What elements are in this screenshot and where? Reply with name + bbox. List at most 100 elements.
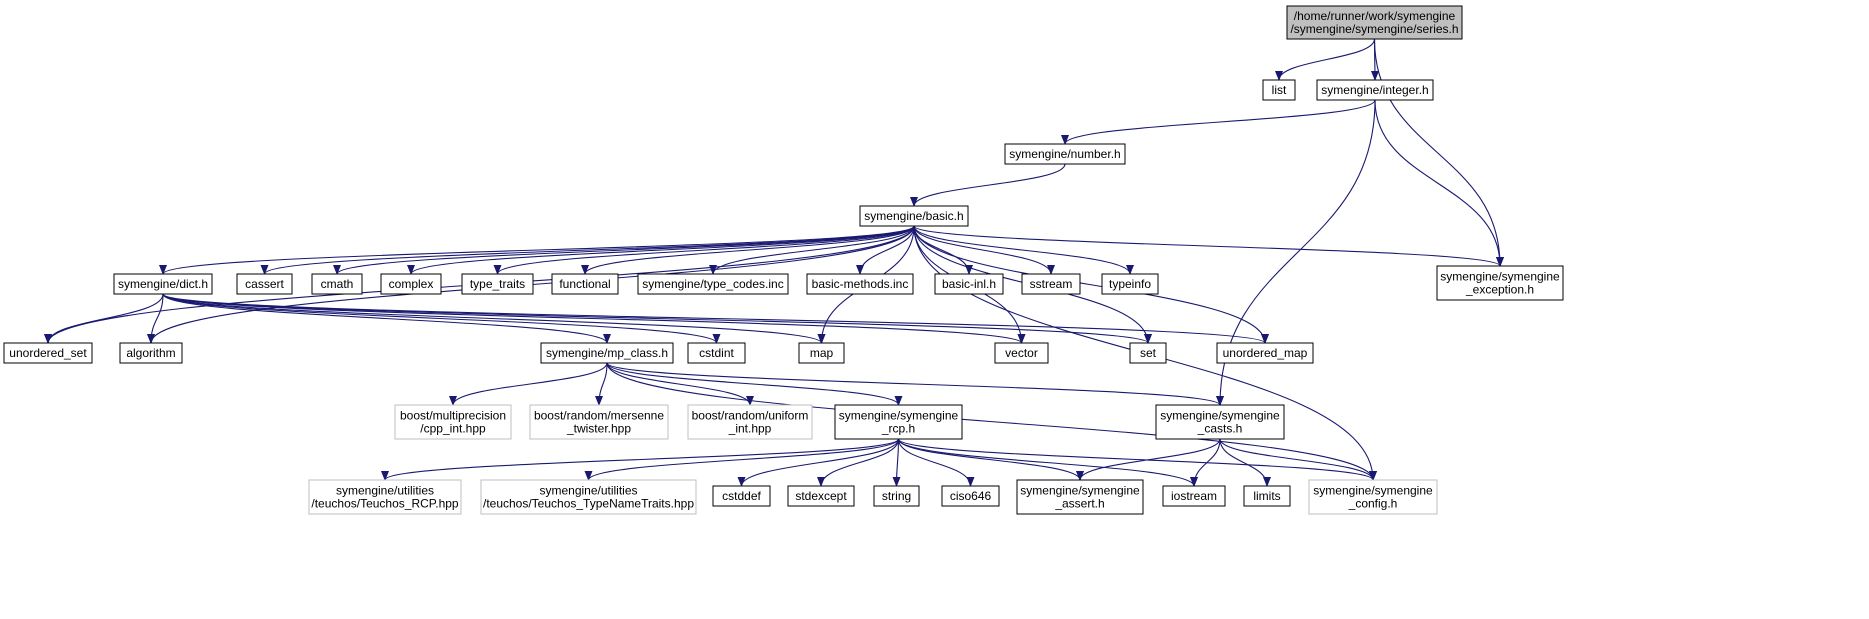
node-box xyxy=(1101,273,1159,295)
node-label: symengine/symengine xyxy=(1440,270,1560,284)
node-root[interactable]: /home/runner/work/symengine/symengine/sy… xyxy=(1286,5,1463,40)
node-label: symengine/integer.h xyxy=(1321,83,1428,97)
node-casts[interactable]: symengine/symengine_casts.h xyxy=(1155,404,1285,440)
node-label: /teuchos/Teuchos_RCP.hpp xyxy=(311,497,459,511)
node-algorithm[interactable]: algorithm xyxy=(119,342,183,364)
node-label: cassert xyxy=(245,277,284,291)
node-label: /home/runner/work/symengine xyxy=(1294,9,1456,23)
edge-integer-to-exception xyxy=(1374,99,1504,267)
node-type-codes[interactable]: symengine/type_codes.inc xyxy=(637,273,789,295)
node-complex[interactable]: complex xyxy=(380,273,442,295)
node-box xyxy=(380,273,442,295)
node-box xyxy=(1129,342,1167,364)
node-label: string xyxy=(882,489,911,503)
node-label: cmath xyxy=(321,277,354,291)
node-label: typeinfo xyxy=(1109,277,1151,291)
node-cpp-int: boost/multiprecision/cpp_int.hpp xyxy=(394,404,512,440)
node-type-traits[interactable]: type_traits xyxy=(461,273,534,295)
node-box xyxy=(1216,342,1314,364)
node-label: functional xyxy=(559,277,610,291)
node-label: symengine/symengine xyxy=(1020,484,1140,498)
node-iostream[interactable]: iostream xyxy=(1162,485,1226,507)
node-string[interactable]: string xyxy=(873,485,920,507)
node-label: _assert.h xyxy=(1054,497,1104,511)
node-box xyxy=(687,404,813,440)
node-box xyxy=(934,273,1004,295)
node-ciso646[interactable]: ciso646 xyxy=(941,485,1000,507)
node-set[interactable]: set xyxy=(1129,342,1167,364)
node-map[interactable]: map xyxy=(798,342,845,364)
node-label: /symengine/symengine/series.h xyxy=(1290,22,1458,36)
node-label: symengine/mp_class.h xyxy=(546,346,668,360)
node-unordered-set[interactable]: unordered_set xyxy=(3,342,93,364)
edge-basic-to-unordered_map xyxy=(913,225,1269,344)
node-box xyxy=(480,479,697,515)
node-cstddef[interactable]: cstddef xyxy=(712,485,771,507)
node-number[interactable]: symengine/number.h xyxy=(1004,143,1126,165)
node-teuchos-tnt: symengine/utilities/teuchos/Teuchos_Type… xyxy=(480,479,697,515)
edge-root-to-list xyxy=(1275,38,1376,81)
node-functional[interactable]: functional xyxy=(551,273,619,295)
node-box xyxy=(394,404,512,440)
node-dict[interactable]: symengine/dict.h xyxy=(113,273,213,295)
node-vector[interactable]: vector xyxy=(994,342,1049,364)
node-label: symengine/symengine xyxy=(1313,484,1433,498)
node-teuchos-rcp: symengine/utilities/teuchos/Teuchos_RCP.… xyxy=(308,479,462,515)
node-label: ciso646 xyxy=(950,489,992,503)
edge-dict-to-mp_class xyxy=(162,293,611,344)
node-basic-methods[interactable]: basic-methods.inc xyxy=(806,273,914,295)
node-box xyxy=(687,342,746,364)
node-box xyxy=(1162,485,1226,507)
node-label: boost/multiprecision xyxy=(400,409,506,423)
node-stdexcept[interactable]: stdexcept xyxy=(787,485,855,507)
edge-basic-to-complex xyxy=(407,225,915,275)
node-label: cstdint xyxy=(699,346,734,360)
node-box xyxy=(461,273,534,295)
edge-casts-to-assert_h xyxy=(1076,438,1221,481)
node-unordered-map[interactable]: unordered_map xyxy=(1216,342,1314,364)
edge-rcp-to-iostream xyxy=(897,438,1198,487)
edge-integer-to-number xyxy=(1061,99,1376,145)
node-exception[interactable]: symengine/symengine_exception.h xyxy=(1436,265,1564,301)
node-label: _int.hpp xyxy=(728,422,772,436)
node-label: set xyxy=(1140,346,1157,360)
node-sstream[interactable]: sstream xyxy=(1021,273,1081,295)
edge-rcp-to-cstddef xyxy=(737,438,900,487)
node-box xyxy=(1316,79,1434,101)
node-box xyxy=(1286,5,1463,40)
edge-dict-to-algorithm xyxy=(147,293,164,344)
node-typeinfo[interactable]: typeinfo xyxy=(1101,273,1159,295)
node-label: symengine/dict.h xyxy=(118,277,208,291)
edge-mp_class-to-casts xyxy=(606,362,1224,406)
node-basic-inl[interactable]: basic-inl.h xyxy=(934,273,1004,295)
node-rcp[interactable]: symengine/symengine_rcp.h xyxy=(834,404,963,440)
edge-rcp-to-teuchos_tnt xyxy=(584,438,900,481)
node-label: symengine/symengine xyxy=(839,409,959,423)
node-box xyxy=(1308,479,1438,515)
node-box xyxy=(540,342,674,364)
node-label: symengine/utilities xyxy=(336,484,434,498)
node-box xyxy=(994,342,1049,364)
node-label: symengine/utilities xyxy=(539,484,637,498)
edge-root-to-exception xyxy=(1373,38,1504,267)
edge-rcp-to-config xyxy=(897,438,1377,481)
edge-rcp-to-stdexcept xyxy=(817,438,900,487)
node-assert-h[interactable]: symengine/symengine_assert.h xyxy=(1016,479,1144,515)
node-limits[interactable]: limits xyxy=(1243,485,1291,507)
node-cmath[interactable]: cmath xyxy=(311,273,363,295)
node-label: symengine/basic.h xyxy=(864,209,963,223)
node-mp-class[interactable]: symengine/mp_class.h xyxy=(540,342,674,364)
edge-mp_class-to-cpp_int xyxy=(449,362,608,406)
node-box xyxy=(529,404,669,440)
node-box xyxy=(712,485,771,507)
node-integer[interactable]: symengine/integer.h xyxy=(1316,79,1434,101)
node-basic[interactable]: symengine/basic.h xyxy=(859,205,969,227)
node-label: sstream xyxy=(1030,277,1073,291)
node-cstdint[interactable]: cstdint xyxy=(687,342,746,364)
node-label: _rcp.h xyxy=(881,422,915,436)
node-list[interactable]: list xyxy=(1262,79,1296,101)
node-label: iostream xyxy=(1171,489,1217,503)
node-cassert[interactable]: cassert xyxy=(236,273,293,295)
edge-basic-to-sstream xyxy=(913,225,1055,275)
